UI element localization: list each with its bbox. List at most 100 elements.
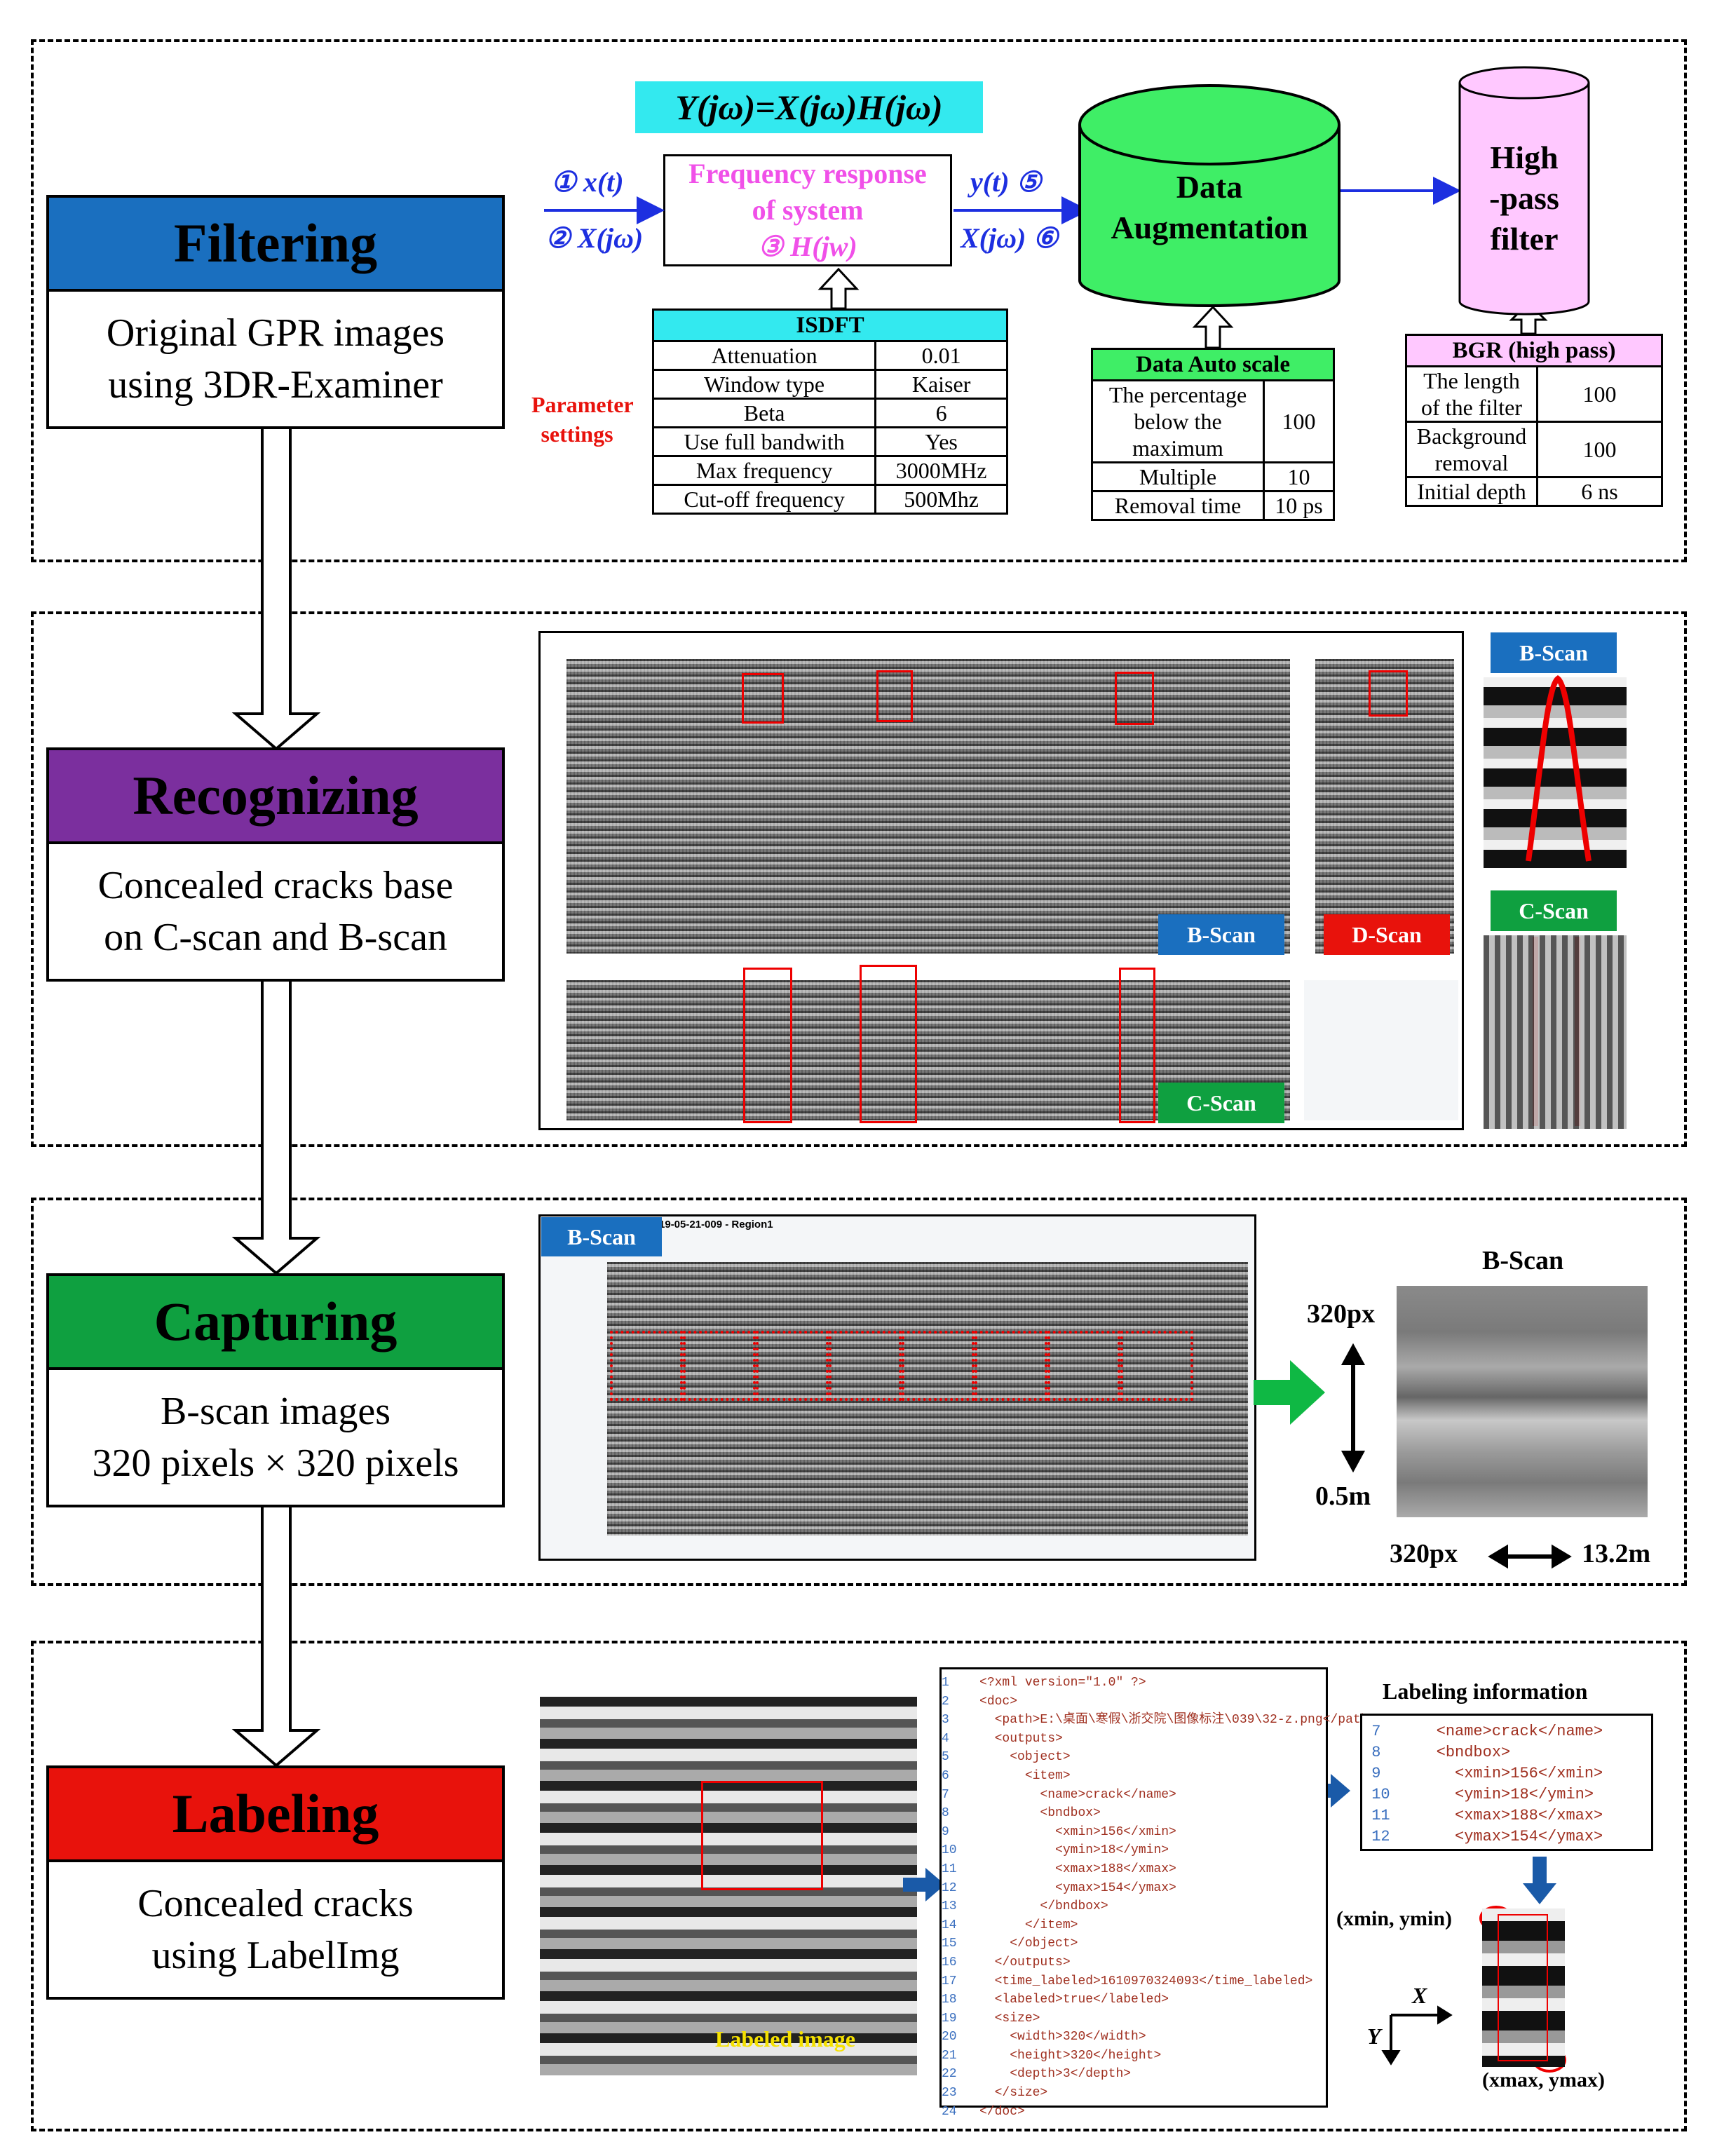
param-name: Removal time [1091,490,1265,521]
line-number: 4 [942,1731,980,1746]
line-text: <depth>3</depth> [979,2067,1132,2082]
bscan-panel-image [566,659,1290,954]
xml-line: 17 <time_labeled>1610970324093</time_lab… [942,1972,1326,1991]
crop-title: B-Scan [1482,1246,1564,1275]
bgr-title: BGR (high pass) [1405,334,1663,367]
step-capturing-title: Capturing [46,1273,505,1370]
param-name: Background removal [1405,421,1538,478]
line-number: 21 [942,2048,980,2063]
xml-line: 23 </size> [942,2084,1326,2103]
info-line: 11 <xmax>188</xmax> [1362,1805,1651,1826]
xml-line: 12 <ymax>154</ymax> [942,1879,1326,1898]
axis-y-label: Y [1367,2023,1381,2049]
green-right-arrow [1254,1360,1325,1425]
line-text: <size> [979,2011,1040,2026]
parameter-label-line2: settings [541,421,613,447]
crop-image [1397,1286,1648,1517]
param-name: Attenuation [651,340,877,371]
line-number: 19 [942,2011,980,2026]
width-m-label: 13.2m [1582,1539,1651,1568]
line-number: 9 [1362,1765,1437,1782]
info-code-lines: 7 <name>crack</name> 8 <bndbox> 9 <xmin>… [1362,1721,1651,1847]
info-line: 8 <bndbox> [1362,1742,1651,1763]
line-text: <name>crack</name> [1436,1723,1603,1740]
step-recognizing-desc: Concealed cracks base on C-scan and B-sc… [46,844,505,982]
xml-line: 10 <ymin>18</ymin> [942,1841,1326,1860]
output-xjw: X(jω) ⑥ [961,222,1059,254]
autoscale-up-arrow [1192,305,1234,349]
step-filtering: Filtering Original GPR images using 3DR-… [46,195,505,429]
width-px-label: 320px [1390,1539,1458,1568]
xml-line: 13 </bndbox> [942,1897,1326,1916]
line-text: <object> [979,1750,1071,1765]
line-text: <bndbox> [979,1806,1101,1821]
line-text: <item> [979,1768,1071,1783]
line-text: <doc> [979,1694,1018,1709]
line-text: <time_labeled>1610970324093</time_labele… [979,1974,1313,1988]
augmentation-line2: Augmentation [1111,210,1308,245]
xml-code-panel: 1 <?xml version="1.0" ?>2 <doc>3 <path>E… [939,1667,1376,2119]
bgr-table: BGR (high pass) The length of the filter… [1405,334,1663,507]
param-value: 3000MHz [874,455,1008,486]
max-label: (xmax, ymax) [1482,2068,1605,2091]
line-number: 10 [942,1843,980,1858]
xml-line: 22 <depth>3</depth> [942,2065,1326,2084]
xml-line: 19 <size> [942,2009,1326,2028]
line-number: 18 [942,1993,980,2007]
cscan-tag: C-Scan [1158,1083,1284,1123]
augmentation-label: Data Augmentation [1094,167,1325,248]
side-cscan-image [1484,935,1627,1129]
line-text: <ymax>154</ymax> [979,1880,1176,1895]
line-text: <ymin>18</ymin> [979,1843,1169,1858]
param-name: Window type [651,369,877,400]
line-number: 6 [942,1768,980,1783]
down-arrow-1 [231,419,321,751]
line-text: </doc> [979,2104,1025,2119]
param-name: Multiple [1091,461,1265,492]
param-name: Cut-off frequency [651,484,877,515]
down-arrow-2 [231,972,321,1275]
line-text: <outputs> [979,1731,1063,1746]
line-number: 17 [942,1974,980,1988]
crack-box [1115,672,1154,725]
param-name: Use full bandwith [651,426,877,457]
line-number: 11 [942,1862,980,1876]
line-number: 11 [1362,1807,1437,1824]
xml-line: 5 <object> [942,1748,1326,1767]
augmentation-line1: Data [1176,169,1243,205]
param-name: The percentage below the maximum [1091,379,1265,463]
crop-label-image [1482,1908,1565,2067]
step-capturing-line2: 320 pixels × 320 pixels [92,1442,459,1485]
xml-line: 3 <path>E:\桌面\寒假\浙交院\图像标注\039\32-z.png</… [942,1711,1376,1730]
step-labeling: Labeling Concealed cracks using LabelImg [46,1765,505,2000]
crack-box [860,965,917,1123]
xml-line: 20 <width>320</width> [942,2028,1326,2047]
dscan-panel-image [1315,659,1454,954]
crop-bbox [1498,1914,1548,2061]
step-labeling-desc: Concealed cracks using LabelImg [46,1862,505,2000]
param-name: The length of the filter [1405,365,1538,423]
info-line: 10 <ymin>18</ymin> [1362,1784,1651,1805]
axis-x-label: X [1412,1983,1427,2008]
side-bscan-tag: B-Scan [1491,632,1617,673]
param-value: 100 [1536,365,1663,423]
step-filtering-line1: Original GPR images [106,311,445,355]
param-name: Beta [651,398,877,428]
param-value: 100 [1536,421,1663,478]
parameter-label-line1: Parameter [531,392,634,417]
xml-line: 1 <?xml version="1.0" ?> [942,1674,1326,1693]
equation-banner: Y(jω)=X(jω)H(jω) [635,81,983,133]
input-xt: ① x(t) [551,166,624,198]
isdft-title: ISDFT [652,309,1008,342]
line-number: 14 [942,1918,980,1932]
labeling-section-frame [31,1641,1687,2131]
capturing-window-title: 19-05-21-009 - Region1 [659,1219,773,1230]
highpass-label: High -pass filter [1465,137,1583,259]
